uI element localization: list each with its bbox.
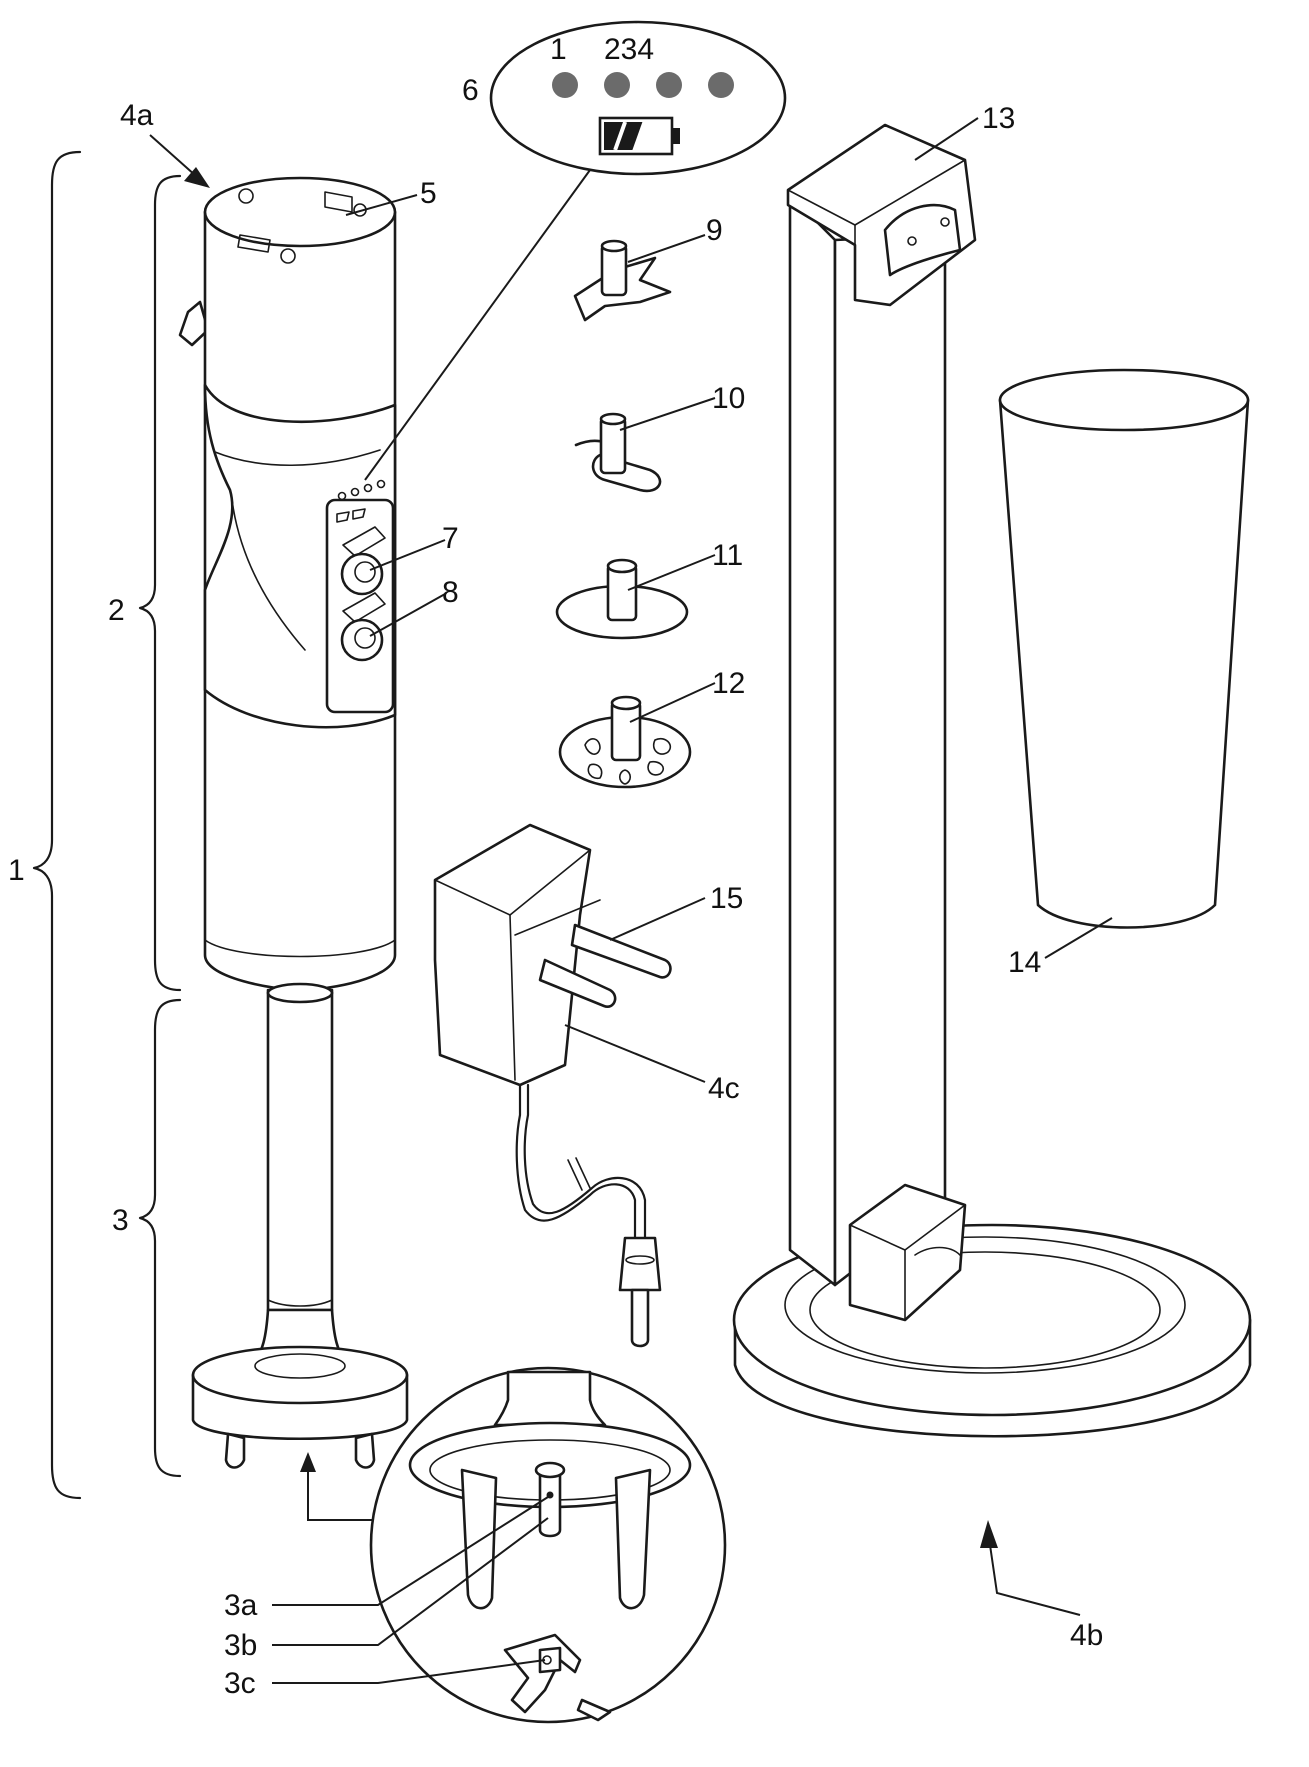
attachment-11 xyxy=(555,558,689,640)
leader-lines xyxy=(272,117,1113,1684)
label-13: 13 xyxy=(982,102,1015,135)
label-5: 5 xyxy=(420,177,437,210)
label-10: 10 xyxy=(712,382,745,415)
label-4a: 4a xyxy=(120,99,154,132)
battery-level-fill xyxy=(604,122,643,150)
label-4c: 4c xyxy=(708,1072,740,1105)
label-11: 11 xyxy=(712,539,743,572)
attachment-9 xyxy=(573,239,672,322)
indicator-panel-detail: 1 234 xyxy=(489,20,787,176)
attachment-12 xyxy=(558,695,692,789)
label-3c: 3c xyxy=(224,1667,256,1700)
speed-label-1: 1 xyxy=(550,33,567,66)
label-12: 12 xyxy=(712,667,745,700)
label-8: 8 xyxy=(442,576,459,609)
battery-icon xyxy=(598,116,680,156)
attachment-10 xyxy=(574,412,662,493)
arrow-4b xyxy=(980,1520,1081,1616)
blender-motor-unit xyxy=(178,176,397,992)
speed-leds xyxy=(552,72,734,98)
label-1: 1 xyxy=(8,854,25,887)
speed-label-234: 234 xyxy=(604,33,654,66)
label-9: 9 xyxy=(706,214,723,247)
brace-3 xyxy=(138,998,182,1478)
leader-6 xyxy=(364,169,591,481)
charging-stand xyxy=(732,123,1252,1438)
label-3a: 3a xyxy=(224,1589,258,1622)
speed-led xyxy=(604,72,630,98)
brace-1 xyxy=(32,150,82,1500)
speed-led xyxy=(708,72,734,98)
detail-magnifier xyxy=(369,1366,727,1724)
power-adapter xyxy=(433,823,672,1348)
speed-led xyxy=(656,72,682,98)
label-6: 6 xyxy=(462,74,479,107)
label-14: 14 xyxy=(1008,946,1041,979)
arrow-4a xyxy=(149,134,210,188)
label-2: 2 xyxy=(108,594,125,627)
speed-led xyxy=(552,72,578,98)
blending-shaft xyxy=(191,982,409,1469)
label-7: 7 xyxy=(442,522,459,555)
detail-arrow xyxy=(300,1452,372,1521)
label-3: 3 xyxy=(112,1204,129,1237)
label-3b: 3b xyxy=(224,1629,257,1662)
label-15: 15 xyxy=(710,882,743,915)
battery-segment-divider xyxy=(613,121,628,151)
beaker xyxy=(998,368,1250,929)
brace-2 xyxy=(138,174,182,992)
label-4b: 4b xyxy=(1070,1619,1103,1652)
